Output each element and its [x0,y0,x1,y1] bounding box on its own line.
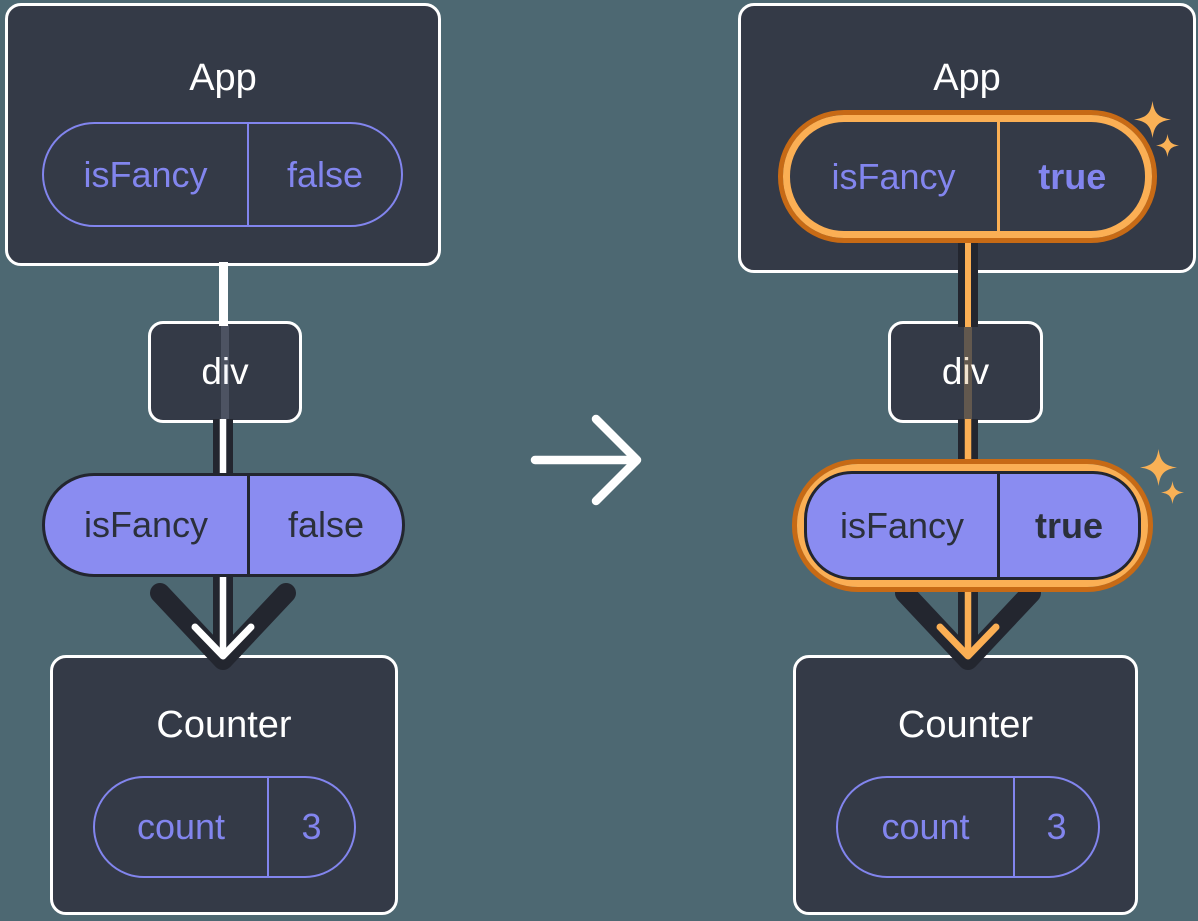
sparkle-icon [1161,481,1184,504]
prop-pill-isfancy-after-highlighted: isFancy true [797,464,1148,587]
prop-key: isFancy [83,504,209,545]
pill-divider [267,778,269,876]
prop-pill-body: isFancy true [804,471,1141,580]
state-value: 3 [301,806,322,847]
component-title: App [189,57,257,99]
node-label: div [941,351,990,392]
state-key: isFancy [83,153,208,195]
state-pill-isfancy-before: isFancy false [42,122,403,227]
component-title: Counter [156,704,292,746]
pill-divider [1013,778,1015,876]
state-key: count [136,806,226,847]
prop-key: isFancy [839,504,965,546]
component-title: Counter [897,704,1034,746]
state-value: 3 [1046,806,1067,847]
connector-behind-card [964,325,972,419]
pill-divider [247,476,250,574]
parent-child-connector-highlighted [958,232,978,327]
counter-component-card-after: Counter count 3 [793,655,1138,915]
state-pill-count-after: count 3 [836,776,1100,878]
sparkle-icon [1134,101,1171,138]
connector-core [964,232,972,327]
sparkle-icon [1156,134,1179,157]
pill-divider [997,474,1000,577]
sparkle-icon [1140,449,1177,486]
state-value: false [286,153,364,195]
state-value: true [1038,155,1107,197]
component-title: App [933,57,1001,99]
pill-divider [247,124,249,225]
div-node-card-before: div [148,321,302,423]
state-key: count [881,806,970,847]
parent-child-connector [219,262,228,326]
node-label: div [201,351,249,392]
pill-divider [997,122,1000,231]
prop-pill-isfancy-before: isFancy false [42,473,405,577]
state-pill-isfancy-after-highlighted: isFancy true [783,115,1152,238]
prop-value: false [287,504,365,545]
state-key: isFancy [831,155,956,197]
prop-value: true [1034,504,1103,546]
counter-component-card-before: Counter count 3 [50,655,398,915]
right-arrow-icon [530,414,642,506]
state-pill-count-before: count 3 [93,776,356,878]
connector-behind-card [221,325,229,419]
